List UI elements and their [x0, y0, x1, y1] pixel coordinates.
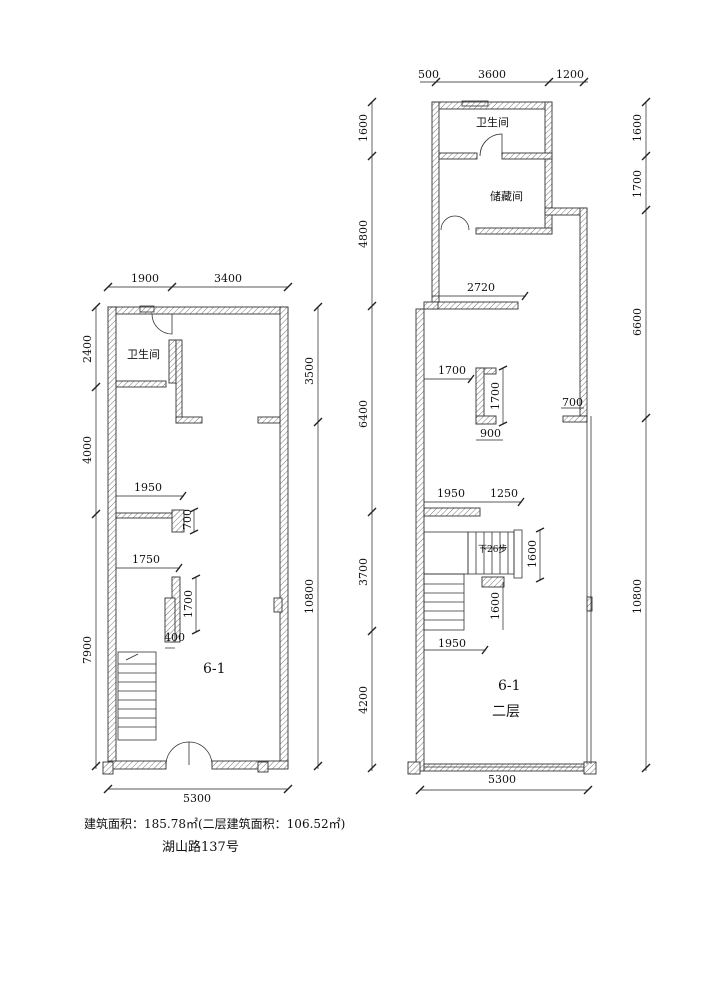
- right-dim-inner-7: 1250: [490, 487, 518, 500]
- right-dimension-lines: [367, 77, 651, 795]
- right-dim-inner-9: 1600: [489, 592, 502, 620]
- left-dim-top-2: 3400: [214, 272, 242, 285]
- right-dim-right-3: 6600: [631, 308, 644, 336]
- address-caption: 湖山路137号: [162, 840, 239, 855]
- right-dim-right-4: 10800: [631, 579, 644, 614]
- right-dim-inner-10: 1950: [438, 637, 466, 650]
- left-dim-inner-1: 1950: [134, 481, 162, 494]
- left-dim-left-3: 7900: [81, 636, 94, 664]
- right-dim-inner-2: 1700: [438, 364, 466, 377]
- right-stair-label: 下26步: [478, 544, 507, 555]
- left-walls: [102, 306, 289, 775]
- right-window-strips: [424, 416, 592, 768]
- right-dim-top-2: 3600: [478, 68, 506, 81]
- right-dim-top-1: 500: [418, 68, 439, 81]
- right-dim-inner-4: 900: [480, 427, 501, 440]
- right-dim-inner-5: 700: [562, 396, 583, 409]
- left-dim-inner-5: 400: [164, 631, 185, 644]
- left-dim-right-1: 3500: [303, 357, 316, 385]
- right-dim-inner-8: 1600: [526, 540, 539, 568]
- right-dim-left-1: 1600: [357, 114, 370, 142]
- left-dim-inner-4: 1700: [182, 590, 195, 618]
- left-dim-inner-3: 1750: [132, 553, 160, 566]
- left-dim-left-2: 4000: [81, 436, 94, 464]
- left-dim-bottom: 5300: [183, 792, 211, 805]
- right-dim-inner-3: 1700: [489, 382, 502, 410]
- left-dim-inner-2: 700: [181, 509, 194, 530]
- area-caption: 建筑面积：185.78㎡(二层建筑面积：106.52㎡): [84, 817, 346, 831]
- right-dimension-labels: 500 3600 1200 1600 4800 6400 3700 4200 1…: [357, 68, 644, 786]
- right-dim-bottom: 5300: [488, 773, 516, 786]
- right-doors: [440, 100, 503, 231]
- right-dim-inner-6: 1950: [437, 487, 465, 500]
- left-dim-right-2: 10800: [303, 579, 316, 614]
- right-unit-label: 6-1: [498, 678, 521, 694]
- right-walls: [407, 101, 597, 775]
- right-dim-top-3: 1200: [556, 68, 584, 81]
- right-dim-right-2: 1700: [631, 170, 644, 198]
- right-room-bathroom: 卫生间: [476, 115, 509, 129]
- left-floor-plan: 1900 3400 2400 4000 7900 3500 10800 1950…: [81, 272, 323, 805]
- right-room-storage: 储藏间: [490, 189, 523, 203]
- right-floor-label: 二层: [492, 704, 520, 720]
- right-stair: [423, 529, 523, 631]
- right-dim-left-5: 4200: [357, 686, 370, 714]
- right-floor-plan: 500 3600 1200 1600 4800 6400 3700 4200 1…: [357, 68, 651, 795]
- left-room-bathroom: 卫生间: [127, 347, 160, 361]
- left-doors: [139, 305, 213, 766]
- left-dim-top-1: 1900: [131, 272, 159, 285]
- right-dim-left-2: 4800: [357, 220, 370, 248]
- right-dim-right-1: 1600: [631, 114, 644, 142]
- right-dim-left-3: 6400: [357, 400, 370, 428]
- right-dim-left-4: 3700: [357, 558, 370, 586]
- left-dim-left-1: 2400: [81, 335, 94, 363]
- left-unit-label: 6-1: [203, 661, 226, 677]
- left-stair: [117, 651, 157, 741]
- left-dimension-labels: 1900 3400 2400 4000 7900 3500 10800 1950…: [81, 272, 316, 805]
- left-dimension-lines: [91, 282, 323, 794]
- right-dim-inner-1: 2720: [467, 281, 495, 294]
